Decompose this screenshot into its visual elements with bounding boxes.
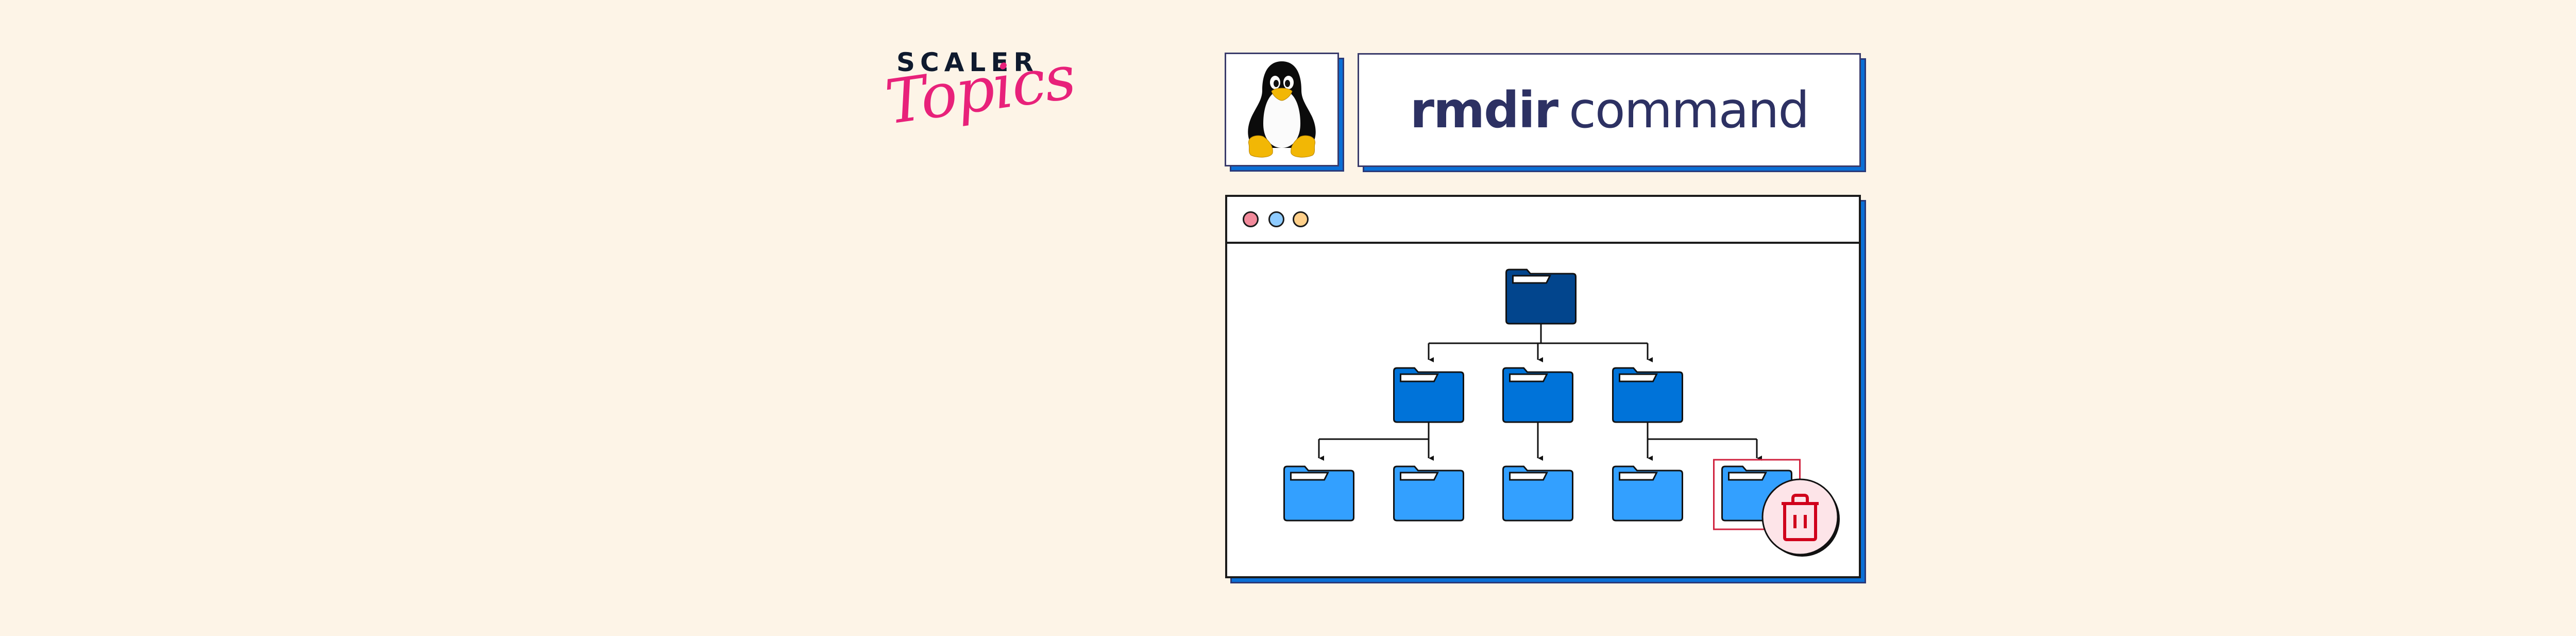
- window-maximize-dot[interactable]: [1293, 211, 1309, 227]
- delete-badge: [1761, 478, 1840, 557]
- trash-icon: [1782, 494, 1819, 541]
- folder-icon: [1612, 367, 1683, 423]
- title-command-suffix: command: [1569, 81, 1809, 139]
- folder-icon: [1393, 367, 1464, 423]
- folder-icon: [1393, 465, 1464, 522]
- logo-scaler-text: SCALER: [896, 47, 1039, 77]
- folder-icon: [1612, 465, 1683, 522]
- window-titlebar: [1227, 197, 1859, 244]
- folder-icon: [1502, 465, 1573, 522]
- linux-tux-penguin-icon: [1248, 61, 1316, 158]
- tux-card: [1225, 53, 1339, 166]
- tree-folders: [1283, 269, 1801, 530]
- folder-icon: [1502, 367, 1573, 423]
- title-card: rmdir command: [1358, 53, 1861, 167]
- delete-badge-circle: [1761, 478, 1839, 556]
- window-minimize-dot[interactable]: [1268, 211, 1284, 227]
- tree-connectors: [1318, 324, 1762, 461]
- folder-icon: [1283, 465, 1354, 522]
- page-title: rmdir command: [1359, 55, 1859, 165]
- title-command-name: rmdir: [1410, 81, 1558, 139]
- folder-icon: [1505, 269, 1577, 325]
- window-close-dot[interactable]: [1243, 211, 1259, 227]
